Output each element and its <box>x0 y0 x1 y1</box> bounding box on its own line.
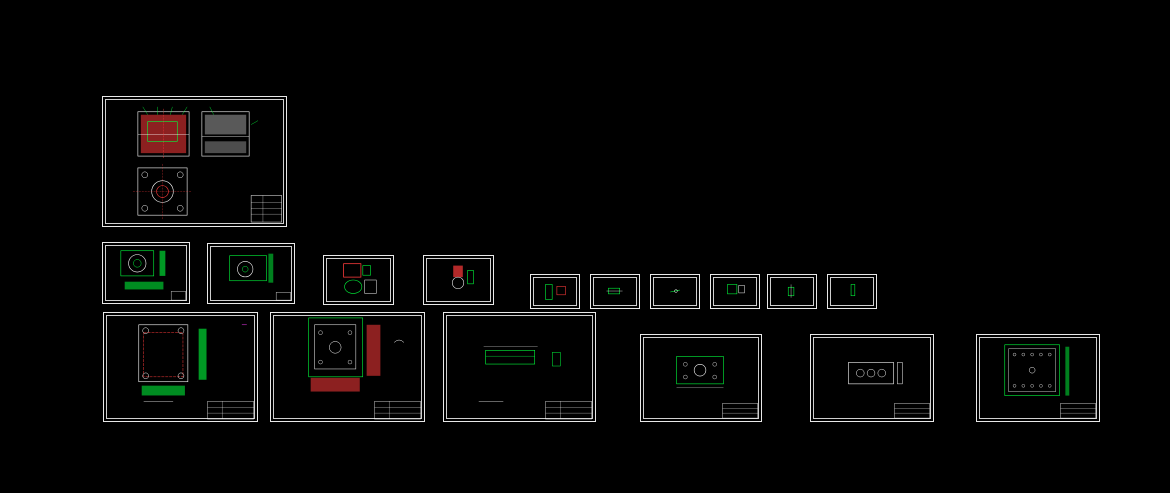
plate-drawing-graphics <box>1004 344 1096 419</box>
part-drawing-graphics <box>606 287 623 295</box>
sheet-plate-5[interactable] <box>810 334 934 422</box>
sheet-part-3[interactable] <box>207 243 295 304</box>
sheet-inner-border <box>813 337 931 419</box>
sheet-small-part-1[interactable] <box>530 274 580 309</box>
sheet-inner-border <box>105 99 284 224</box>
part-drawing-graphics <box>229 253 291 301</box>
sheet-inner-border <box>713 277 757 306</box>
sheet-inner-border <box>830 277 874 306</box>
part-drawing-graphics <box>787 284 795 298</box>
sheet-small-part-3[interactable] <box>650 274 700 309</box>
sheet-small-part-5[interactable] <box>767 274 817 309</box>
plate-drawing-graphics <box>478 346 592 420</box>
part-drawing-graphics <box>451 265 474 289</box>
assembly-drawing-graphics <box>132 106 282 223</box>
sheet-inner-border <box>105 245 187 301</box>
plate-drawing-graphics <box>308 317 421 420</box>
sheet-inner-border <box>326 258 391 302</box>
sheet-inner-border <box>273 315 422 419</box>
plate-drawing-graphics <box>138 324 254 420</box>
sheet-inner-border <box>446 315 593 419</box>
sheet-inner-border <box>106 315 255 419</box>
sheet-assembly[interactable] <box>102 96 287 227</box>
plate-drawing-graphics <box>676 356 758 419</box>
part-drawing-graphics <box>120 250 186 301</box>
sheet-plate-2[interactable] <box>270 312 425 422</box>
sheet-part-5[interactable] <box>423 255 494 305</box>
sheet-inner-border <box>210 246 292 301</box>
sheet-inner-border <box>643 337 759 419</box>
sheet-inner-border <box>533 277 577 306</box>
sheet-inner-border <box>653 277 697 306</box>
sheet-inner-border <box>770 277 814 306</box>
sheet-part-4[interactable] <box>323 255 394 305</box>
part-drawing-graphics <box>545 284 566 300</box>
sheet-inner-border <box>593 277 637 306</box>
sheet-small-part-2[interactable] <box>590 274 640 309</box>
sheet-plate-6[interactable] <box>976 334 1100 422</box>
sheet-plate-3[interactable] <box>443 312 596 422</box>
part-drawing-graphics <box>850 284 856 297</box>
part-drawing-graphics <box>343 263 377 294</box>
sheet-inner-border <box>979 337 1097 419</box>
part-drawing-graphics <box>670 289 680 293</box>
sheet-inner-border <box>426 258 491 302</box>
sheet-part-2[interactable] <box>102 242 190 304</box>
sheet-small-part-4[interactable] <box>710 274 760 309</box>
part-drawing-graphics <box>727 284 745 295</box>
sheet-plate-4[interactable] <box>640 334 762 422</box>
plate-drawing-graphics <box>848 362 930 419</box>
sheet-small-part-6[interactable] <box>827 274 877 309</box>
sheet-plate-1[interactable] <box>103 312 258 422</box>
